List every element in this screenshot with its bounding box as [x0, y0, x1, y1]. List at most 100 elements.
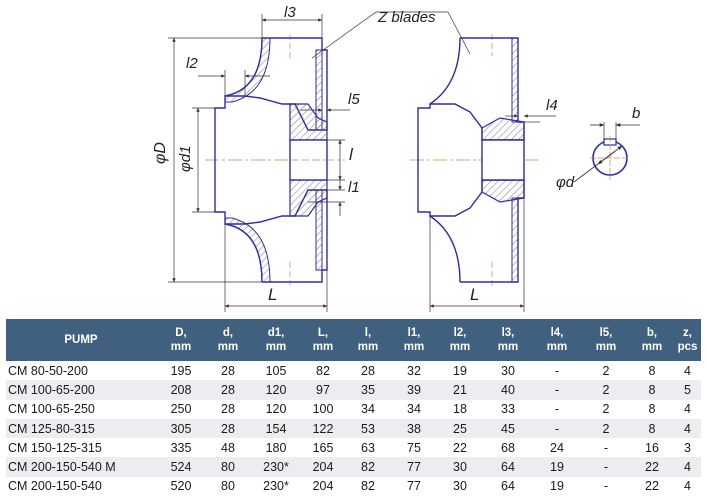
pump-model-cell: CM 150-125-315 — [6, 438, 156, 458]
dimension-cell: 165 — [302, 438, 344, 458]
dimension-cell: 18 — [436, 399, 484, 419]
left-impeller-view — [205, 34, 345, 286]
column-header: d1, mm — [250, 319, 302, 361]
dimension-cell: 105 — [250, 361, 302, 381]
dimension-cell: 4 — [674, 361, 701, 381]
right-bore — [481, 139, 525, 181]
dimension-cell: 19 — [532, 457, 582, 477]
dimension-cell: 8 — [630, 418, 674, 439]
dimension-cell: 524 — [156, 457, 206, 477]
dimension-cell: 19 — [532, 476, 582, 497]
dimension-cell: 120 — [250, 399, 302, 419]
dimension-cell: 22 — [630, 457, 674, 477]
dimension-cell: 230* — [250, 457, 302, 477]
dimension-cell: 28 — [206, 418, 250, 439]
dimension-cell: 82 — [302, 361, 344, 381]
pump-model-cell: CM 100-65-250 — [6, 399, 156, 419]
dimension-cell: 64 — [484, 476, 532, 497]
label-l: l — [349, 145, 354, 164]
dimension-cell: 25 — [436, 418, 484, 439]
column-header: l1, mm — [392, 319, 436, 361]
label-l4: l4 — [546, 97, 558, 114]
dimension-cell: 4 — [674, 476, 701, 497]
dimension-cell: 80 — [206, 476, 250, 497]
column-header: l2, mm — [436, 319, 484, 361]
dimension-cell: 34 — [392, 399, 436, 419]
dimension-cell: 53 — [344, 418, 392, 439]
label-l3: l3 — [284, 4, 296, 21]
label-b: b — [632, 105, 640, 122]
column-header: l, mm — [344, 319, 392, 361]
pump-model-cell: CM 125-80-315 — [6, 418, 156, 439]
dimension-cell: 33 — [484, 399, 532, 419]
dimension-cell: - — [582, 438, 630, 458]
dimension-cell: 8 — [630, 399, 674, 419]
right-impeller-view — [410, 34, 540, 286]
dimension-cell: 2 — [582, 399, 630, 419]
dimension-cell: 30 — [436, 457, 484, 477]
dimension-cell: 8 — [630, 361, 674, 381]
dimension-cell: 21 — [436, 380, 484, 400]
dimension-cell: 5 — [674, 380, 701, 400]
dimension-cell: 39 — [392, 380, 436, 400]
dimension-cell: 120 — [250, 380, 302, 400]
right-lower-hub — [481, 179, 525, 203]
column-header: L, mm — [302, 319, 344, 361]
dimension-cell: 122 — [302, 418, 344, 439]
column-header: d, mm — [206, 319, 250, 361]
dimension-cell: 82 — [344, 476, 392, 497]
dimension-cell: 82 — [344, 457, 392, 477]
dimension-cell: 204 — [302, 476, 344, 497]
dimension-cell: 64 — [484, 457, 532, 477]
dimension-cell: 19 — [436, 361, 484, 381]
upper-hatched-section — [224, 37, 271, 103]
column-header: l5, mm — [582, 319, 630, 361]
dimension-cell: 2 — [582, 418, 630, 439]
dimension-cell: 4 — [674, 418, 701, 439]
column-header: l4, mm — [532, 319, 582, 361]
dimension-cell: 305 — [156, 418, 206, 439]
lower-impeller-outline — [214, 160, 328, 283]
label-phi-D: φD — [152, 142, 169, 164]
label-z-blades: Z blades — [377, 9, 436, 26]
dimension-cell: 28 — [206, 361, 250, 381]
label-L-left: L — [268, 285, 277, 304]
dimension-cell: 2 — [582, 380, 630, 400]
label-phi-d: φd — [556, 174, 575, 191]
dimension-cell: 208 — [156, 380, 206, 400]
dimension-cell: - — [582, 457, 630, 477]
pump-model-cell: CM 80-50-200 — [6, 361, 156, 381]
column-header: l3, mm — [484, 319, 532, 361]
dimension-cell: 34 — [344, 399, 392, 419]
lower-hatched-section — [224, 217, 271, 283]
label-L-right: L — [470, 285, 479, 304]
dimension-cell: 80 — [206, 457, 250, 477]
dimension-cell: 3 — [674, 438, 701, 458]
dimension-cell: 48 — [206, 438, 250, 458]
right-upper-hub — [481, 117, 525, 141]
dimension-cell: 16 — [630, 438, 674, 458]
dimension-cell: 180 — [250, 438, 302, 458]
dimension-cell: 45 — [484, 418, 532, 439]
dimension-cell: - — [532, 399, 582, 419]
dimension-labels: Z blades l3 l2 l5 l4 l l1 φD φd1 L L b φ… — [152, 4, 640, 304]
dimension-cell: 154 — [250, 418, 302, 439]
dimension-cell: 32 — [392, 361, 436, 381]
dimension-cell: 97 — [302, 380, 344, 400]
label-l1: l1 — [348, 179, 360, 196]
dimension-cell: 195 — [156, 361, 206, 381]
keyway-detail — [573, 122, 640, 183]
dimension-cell: 100 — [302, 399, 344, 419]
dimension-cell: 28 — [344, 361, 392, 381]
dimension-cell: 77 — [392, 476, 436, 497]
dimension-cell: 4 — [674, 399, 701, 419]
column-header: z, pcs — [674, 319, 701, 361]
dimension-cell: 28 — [206, 399, 250, 419]
